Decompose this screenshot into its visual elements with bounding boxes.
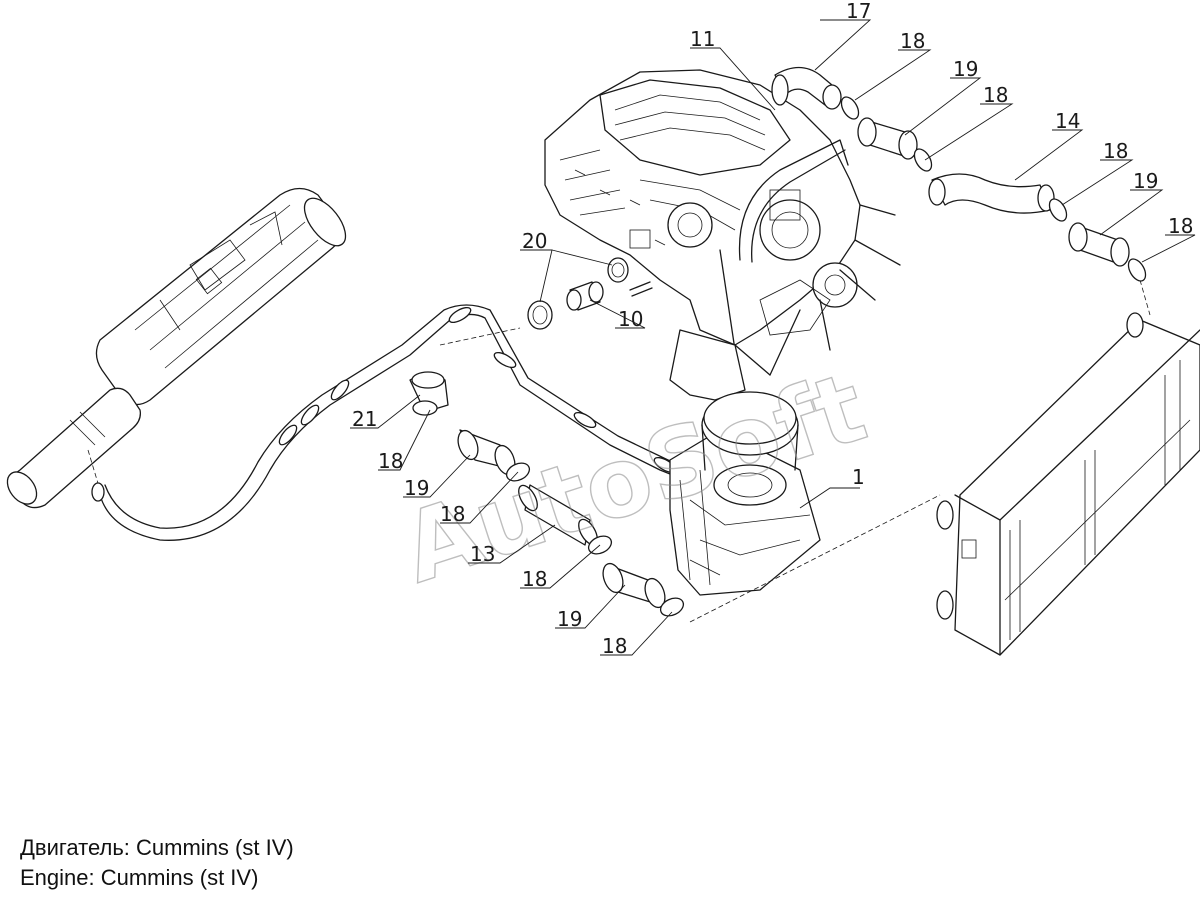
callout-19: 19 (404, 476, 429, 500)
callout-18: 18 (378, 449, 403, 473)
radiator (936, 312, 1200, 656)
callout-18: 18 (602, 634, 627, 658)
callout-10: 10 (618, 307, 643, 331)
connection-line (689, 494, 941, 623)
caption-engine-ru: Двигатель: Cummins (st IV) (20, 835, 294, 860)
callout-11: 11 (690, 27, 715, 51)
callouts: 17 11 18 19 18 14 18 19 18 20 10 21 18 1… (352, 0, 1193, 658)
air-filter-assembly (669, 329, 821, 596)
pipe-13 (518, 484, 598, 546)
callout-13: 13 (470, 542, 495, 566)
callout-18: 18 (900, 29, 925, 53)
muffler (6, 187, 347, 509)
hose-17 (771, 66, 842, 110)
hose-14 (928, 173, 1055, 214)
callout-1: 1 (852, 465, 865, 489)
callout-18: 18 (440, 502, 465, 526)
callout-18: 18 (983, 83, 1008, 107)
tube-assembly (91, 304, 691, 541)
engine-block (544, 69, 901, 376)
connection-line (439, 327, 521, 346)
clamp-18 (659, 597, 685, 617)
leader-lines (350, 19, 1196, 656)
sleeve-19 (857, 117, 918, 160)
watermark: AutoSoft (390, 351, 878, 605)
callout-19: 19 (557, 607, 582, 631)
ring-20 (607, 257, 629, 283)
callout-20: 20 (522, 229, 547, 253)
caption-engine-en: Engine: Cummins (st IV) (20, 865, 259, 890)
callout-14: 14 (1055, 109, 1080, 133)
elbow (409, 371, 449, 413)
tube-10 (566, 281, 604, 311)
callout-18: 18 (1103, 139, 1128, 163)
callout-21: 21 (352, 407, 377, 431)
callout-17: 17 (846, 0, 871, 23)
clamp-18 (412, 400, 438, 416)
callout-18: 18 (1168, 214, 1193, 238)
connection-line (1139, 279, 1151, 316)
clamp-18 (913, 148, 933, 172)
clamp-18 (840, 96, 860, 120)
clamp-18 (1127, 258, 1147, 282)
sleeve-19 (1068, 222, 1130, 267)
callout-19: 19 (1133, 169, 1158, 193)
sleeve-19 (602, 562, 666, 609)
callout-18: 18 (522, 567, 547, 591)
callout-19: 19 (953, 57, 978, 81)
ring-20 (527, 300, 553, 330)
